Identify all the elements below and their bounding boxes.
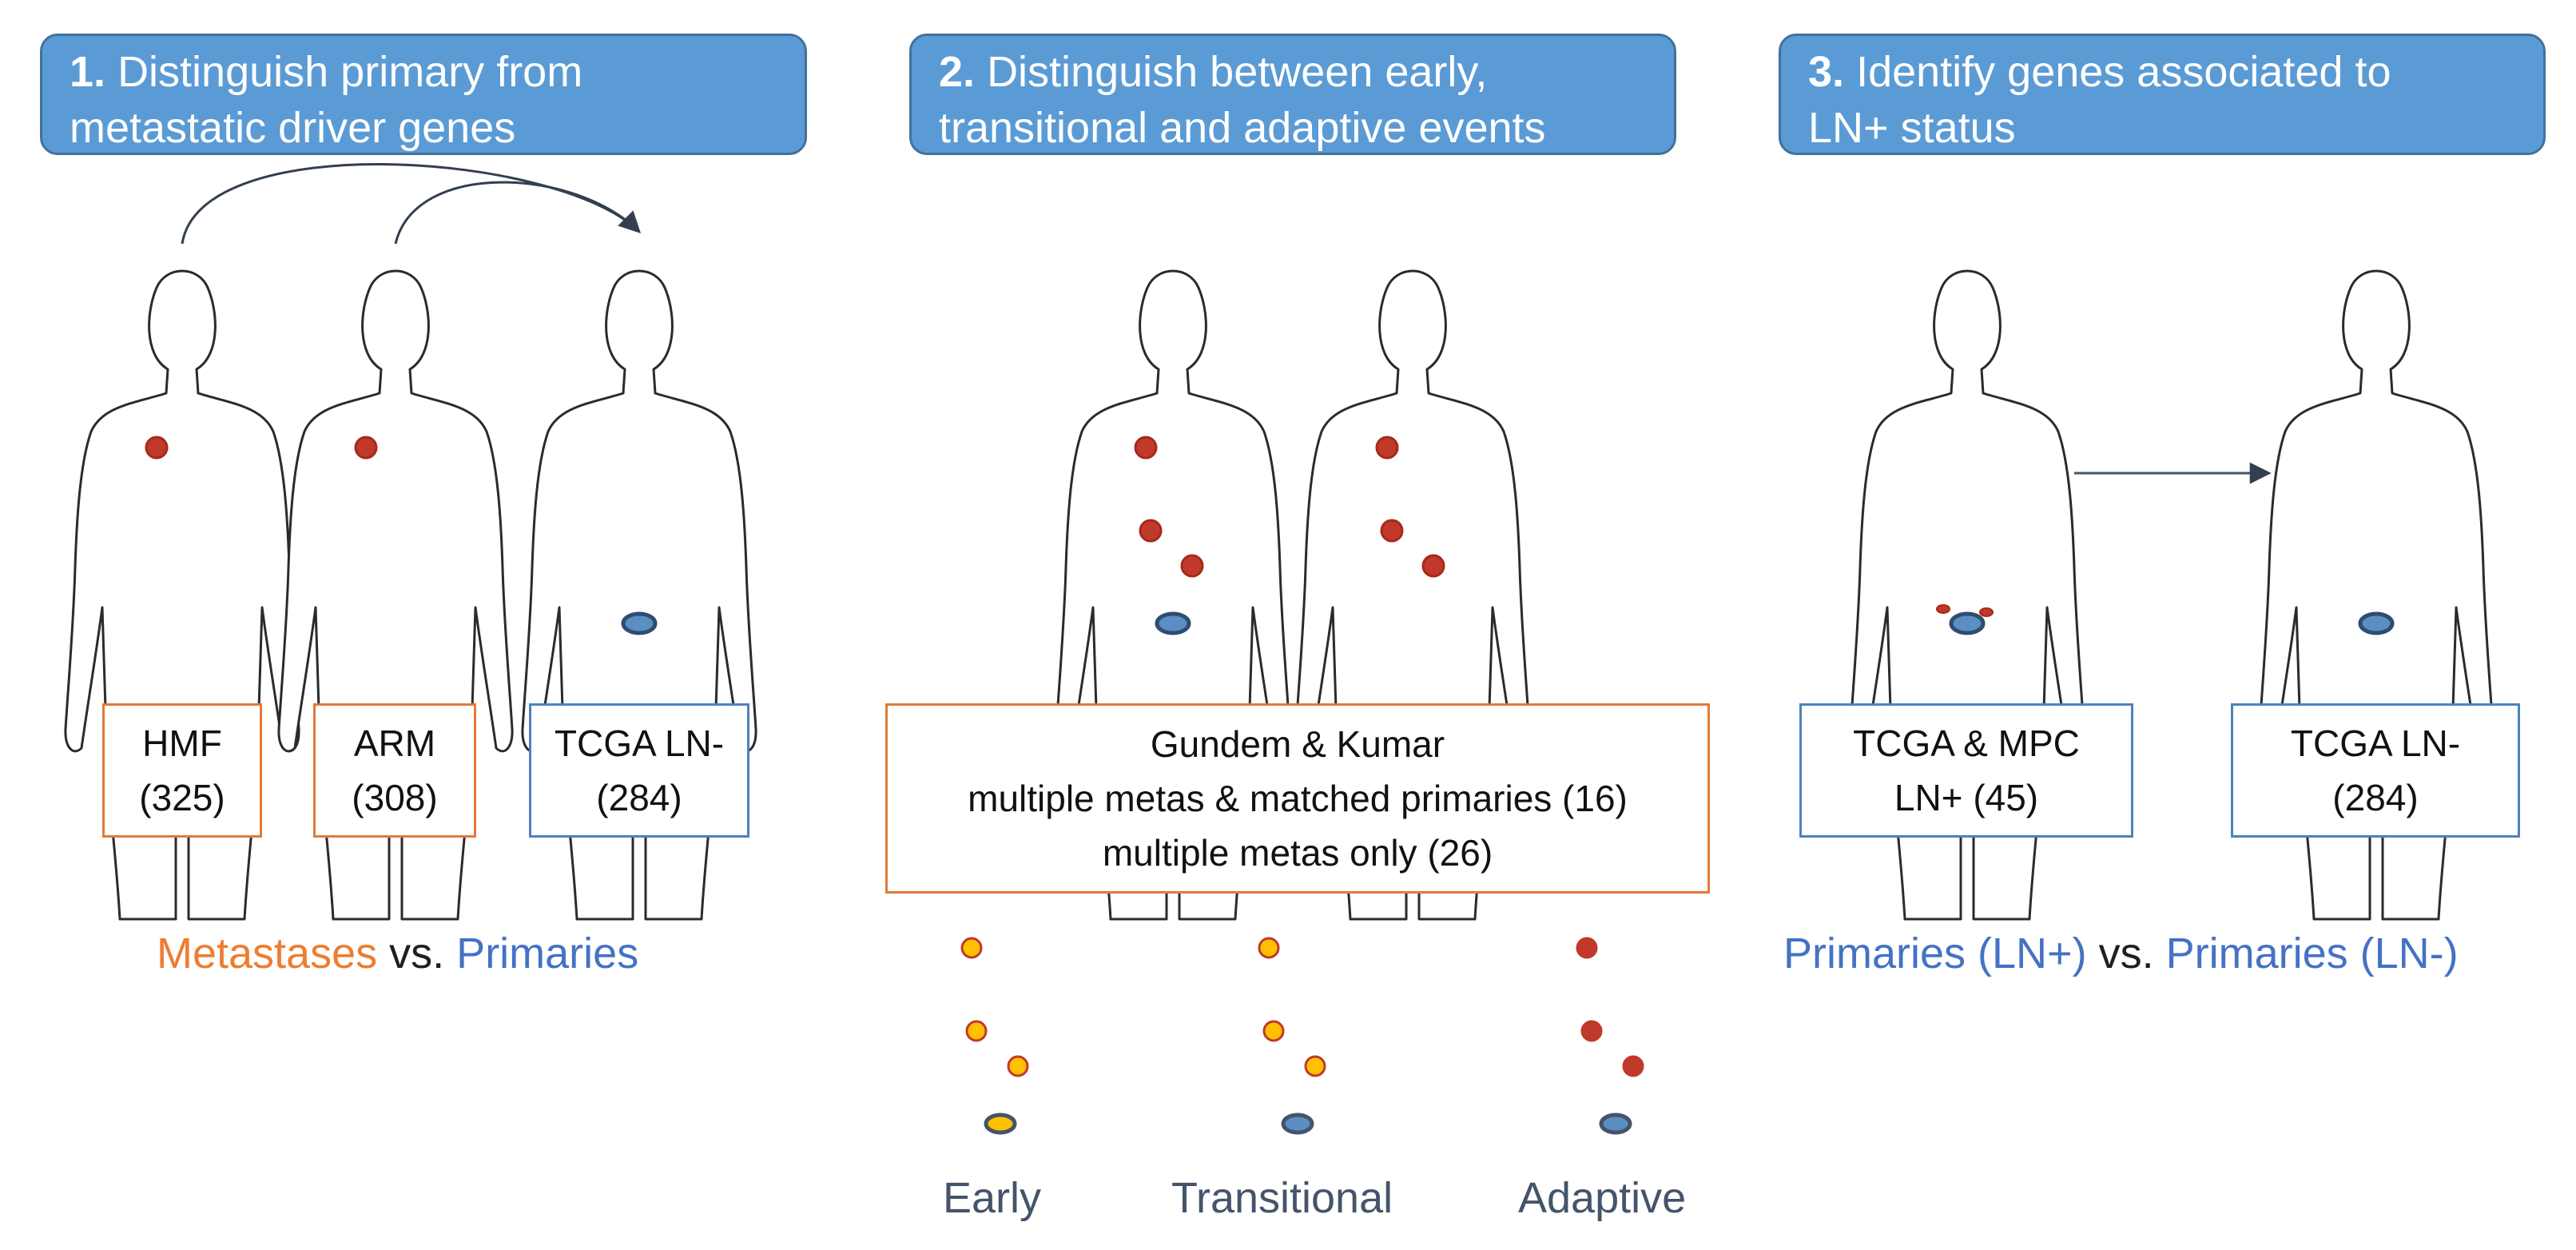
- early-primary-icon: [984, 1113, 1017, 1135]
- prostate-icon: [621, 611, 658, 635]
- cohort-tcga3-count: (284): [2332, 777, 2419, 818]
- adaptive-metastasis-dot: [1580, 1020, 1603, 1042]
- prostate-icon: [2358, 611, 2395, 635]
- metastasis-dot: [1139, 519, 1163, 543]
- cohort-tcga1-count: (284): [596, 777, 682, 818]
- metastasis-dot: [145, 436, 169, 460]
- panel-3-title-line1: Identify genes associated to: [1856, 48, 2391, 96]
- cohort-arm-count: (308): [352, 777, 438, 818]
- metastasis-dot: [1375, 436, 1399, 460]
- metastasis-dot: [1134, 436, 1158, 460]
- panel-2-title-line2: transitional and adaptive events: [939, 104, 1546, 152]
- cohort-box-hmf: HMF (325): [102, 703, 262, 838]
- panel-1-number: 1.: [70, 48, 106, 96]
- cohort-arm-name: ARM: [353, 723, 436, 764]
- adaptive-primary-icon: [1599, 1113, 1632, 1135]
- arrow-arm-to-tcga: [394, 181, 641, 245]
- cohort-hmf-count: (325): [139, 777, 225, 818]
- cohort-hmf-name: HMF: [142, 723, 222, 764]
- comparison-1-right: Primaries: [456, 930, 639, 977]
- cohort-box-arm: ARM (308): [313, 703, 476, 838]
- event-label-adaptive: Adaptive: [1518, 1174, 1687, 1222]
- comparison-panel-3: Primaries (LN+) vs. Primaries (LN-): [1783, 929, 2459, 978]
- transitional-metastasis-dot: [1258, 937, 1280, 959]
- lymph-node-dot: [1979, 607, 1994, 617]
- early-metastasis-dot: [1007, 1055, 1029, 1077]
- cohort-gundem-line3: multiple metas only (26): [1102, 832, 1493, 874]
- comparison-3-vs: vs.: [2098, 930, 2154, 977]
- panel-2-header: 2. Distinguish between early, transition…: [909, 34, 1676, 155]
- panel-3-number: 3.: [1808, 48, 1845, 96]
- adaptive-metastasis-dot: [1576, 937, 1598, 959]
- panel-2-title-line1: Distinguish between early,: [987, 48, 1488, 96]
- adaptive-metastasis-dot: [1622, 1055, 1644, 1077]
- panel-3-header: 3. Identify genes associated to LN+ stat…: [1779, 34, 2546, 155]
- comparison-panel-1: Metastases vs. Primaries: [157, 929, 638, 978]
- transitional-primary-icon: [1281, 1113, 1314, 1135]
- comparison-1-vs: vs.: [389, 930, 445, 977]
- comparison-3-right: Primaries (LN-): [2165, 930, 2459, 977]
- metastasis-dot: [354, 436, 378, 460]
- cohort-tcga-mpc-name: TCGA & MPC: [1853, 723, 2080, 764]
- early-metastasis-dot: [960, 937, 983, 959]
- cohort-box-tcga-ln-neg-1: TCGA LN- (284): [529, 703, 749, 838]
- prostate-icon: [1155, 611, 1191, 635]
- cohort-tcga1-name: TCGA LN-: [554, 723, 725, 764]
- cohort-tcga3-name: TCGA LN-: [2290, 723, 2461, 764]
- panel-3-title-line2: LN+ status: [1808, 104, 2016, 152]
- cohort-box-tcga-mpc: TCGA & MPC LN+ (45): [1799, 703, 2133, 838]
- transitional-metastasis-dot: [1262, 1020, 1285, 1042]
- cohort-gundem-line2: multiple metas & matched primaries (16): [968, 778, 1628, 819]
- early-metastasis-dot: [965, 1020, 988, 1042]
- comparison-3-left: Primaries (LN+): [1783, 930, 2087, 977]
- cohort-box-tcga-ln-neg-3: TCGA LN- (284): [2231, 703, 2520, 838]
- panel-2-number: 2.: [939, 48, 976, 96]
- lymph-node-dot: [1936, 604, 1950, 614]
- event-label-transitional: Transitional: [1171, 1174, 1393, 1222]
- panel-1-header: 1. Distinguish primary from metastatic d…: [40, 34, 807, 155]
- cohort-box-gundem-kumar: Gundem & Kumar multiple metas & matched …: [885, 703, 1710, 894]
- prostate-icon: [1949, 611, 1986, 635]
- metastasis-dot: [1180, 554, 1204, 578]
- metastasis-dot: [1380, 519, 1404, 543]
- event-label-early: Early: [943, 1174, 1042, 1222]
- panel-1-title-line2: metastatic driver genes: [70, 104, 516, 152]
- metastasis-dot: [1421, 554, 1445, 578]
- panel-1-title-line1: Distinguish primary from: [117, 48, 583, 96]
- comparison-1-left: Metastases: [157, 930, 378, 977]
- cohort-tcga-mpc-count: LN+ (45): [1894, 777, 2039, 818]
- transitional-metastasis-dot: [1304, 1055, 1326, 1077]
- cohort-gundem-name: Gundem & Kumar: [1150, 723, 1445, 765]
- arrow-hmf-to-tcga: [181, 163, 641, 245]
